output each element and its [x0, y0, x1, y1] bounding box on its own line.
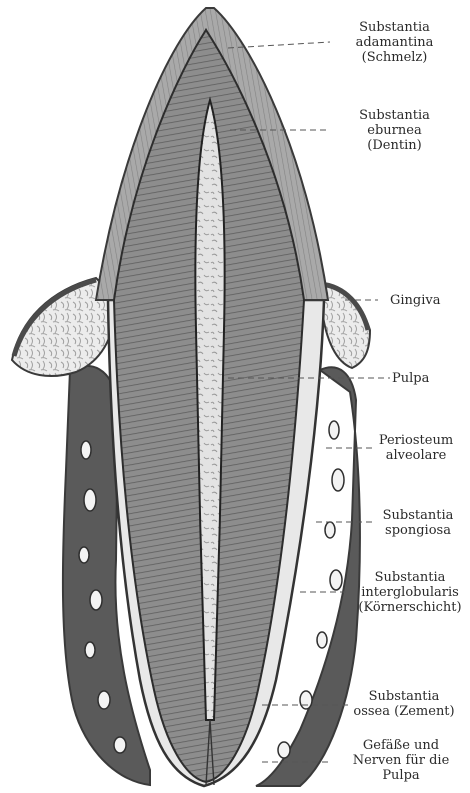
label-periosteum: Periosteum alveolare: [366, 433, 466, 463]
label-gingiva: Gingiva: [390, 293, 441, 308]
label-spongiosa: Substantia spongiosa: [368, 508, 468, 538]
label-pulpa: Pulpa: [392, 371, 429, 386]
label-dentin: Substantia eburnea (Dentin): [332, 108, 457, 153]
label-zement: Substantia ossea (Zement): [344, 689, 464, 719]
label-gefaesse: Gefäße und Nerven für die Pulpa: [336, 738, 466, 783]
label-schmelz: Substantia adamantina (Schmelz): [332, 20, 457, 65]
label-koernerschicht: Substantia interglobularis (Körnerschich…: [352, 570, 468, 615]
